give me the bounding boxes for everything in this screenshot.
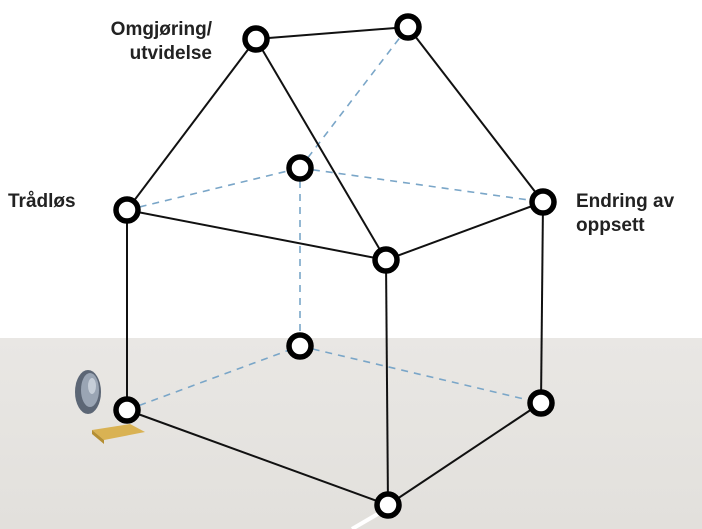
label-rebuild-line2: utvidelse xyxy=(129,43,212,64)
node-left-bottom xyxy=(113,396,141,424)
nodes xyxy=(113,13,557,519)
label-reconfig-line1: Endring av xyxy=(576,191,675,212)
wall-sensor-icon xyxy=(75,370,101,414)
label-rebuild-line1: Omgjøring/ xyxy=(110,19,212,40)
label-wireless: Trådløs xyxy=(8,191,76,212)
node-front-bottom xyxy=(374,491,402,519)
node-right-bottom xyxy=(527,389,555,417)
node-roof-right xyxy=(394,13,422,41)
node-back-bottom xyxy=(286,332,314,360)
node-front-top xyxy=(372,246,400,274)
label-reconfiguration: Endring av oppsett xyxy=(576,190,674,238)
label-rebuild-expansion: Omgjøring/ utvidelse xyxy=(60,18,212,66)
node-right-top xyxy=(529,188,557,216)
node-back-top xyxy=(286,154,314,182)
node-left-top xyxy=(113,196,141,224)
visible-edges xyxy=(126,26,544,506)
floor-stand-icon xyxy=(92,424,145,444)
label-reconfig-line2: oppsett xyxy=(576,215,645,236)
node-roof-left xyxy=(242,25,270,53)
